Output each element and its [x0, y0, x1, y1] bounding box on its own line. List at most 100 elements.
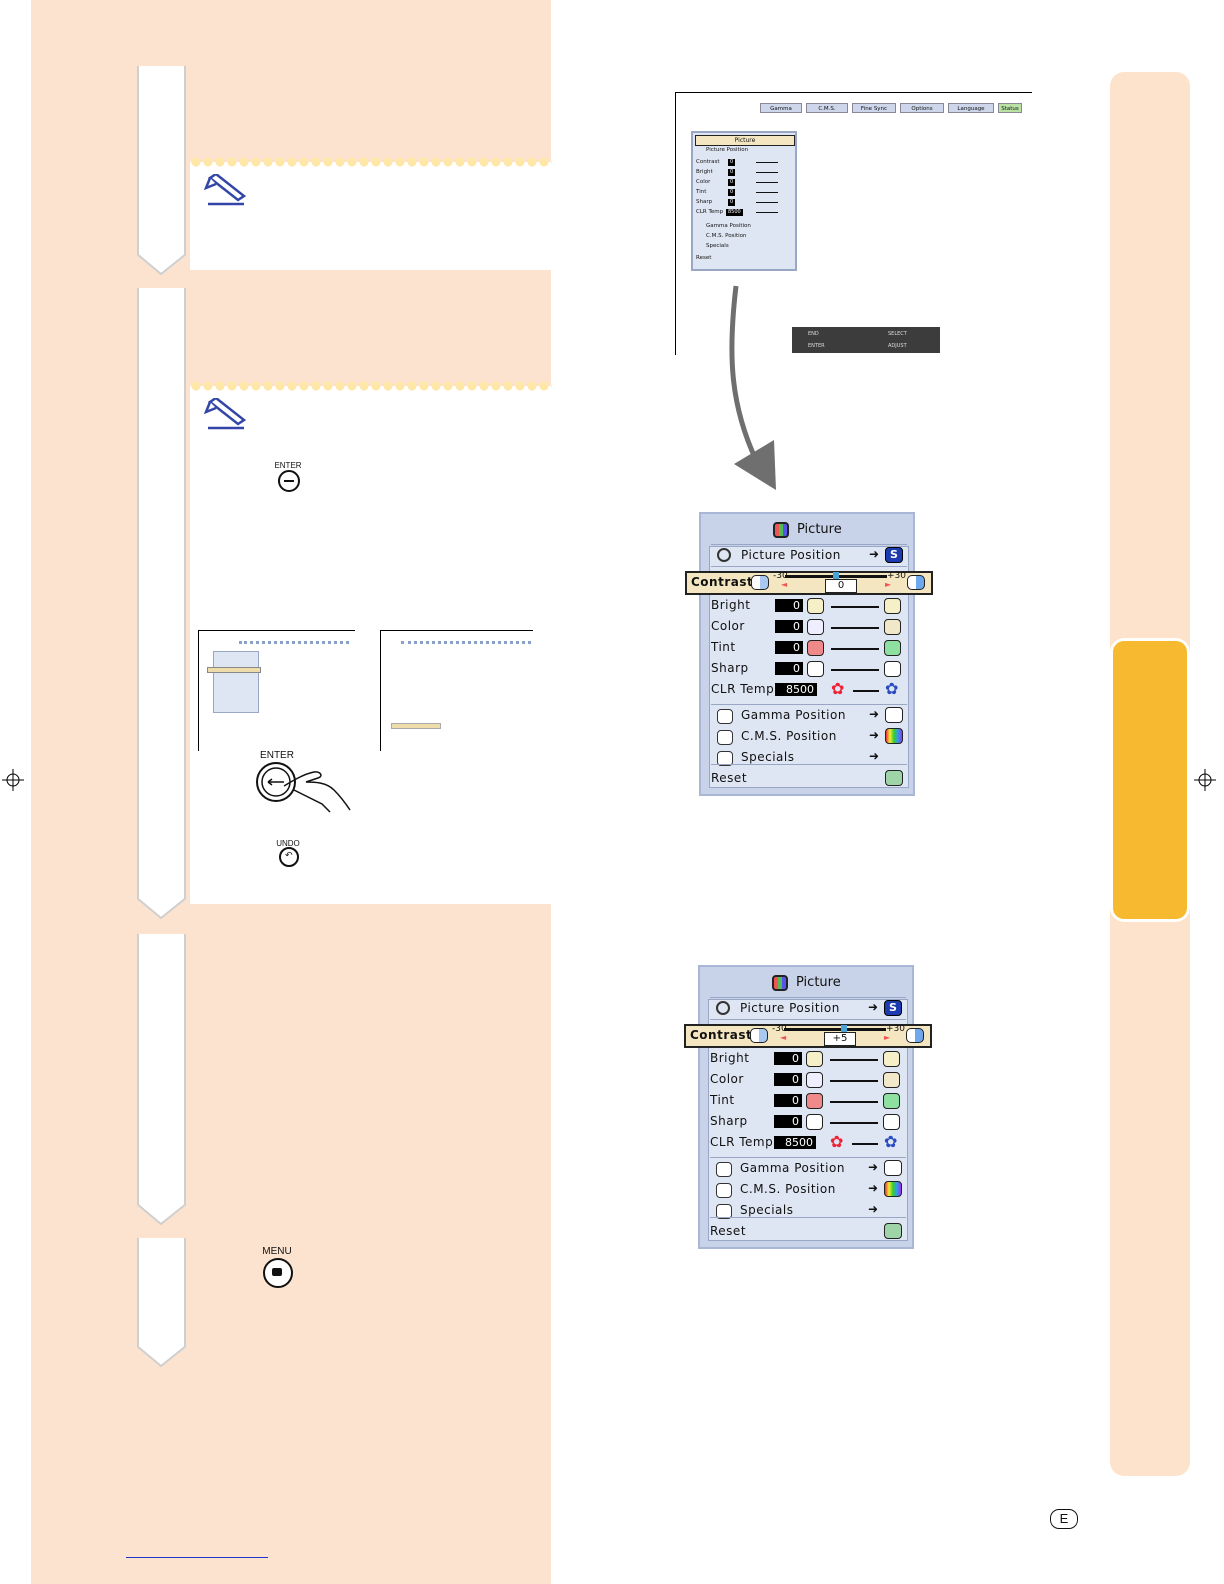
- scale-max-label: +30: [886, 1024, 905, 1034]
- menu-row-sharp[interactable]: Sharp: [710, 1114, 748, 1128]
- contrast-scale-bar: [784, 1028, 886, 1031]
- bright-icon-low: [807, 598, 824, 614]
- menu-row-tint[interactable]: Tint: [711, 640, 736, 654]
- specials-icon: [717, 751, 733, 766]
- cms-icon: [717, 730, 733, 745]
- small-menu-row-value: 0: [728, 179, 736, 186]
- value-sharp: 0: [774, 1115, 802, 1128]
- footer-end: END: [808, 331, 819, 337]
- menu-row-reset[interactable]: Reset: [710, 1224, 747, 1238]
- note-box-1: [190, 156, 552, 270]
- small-menu-title: Picture: [695, 135, 795, 146]
- menu-row-gamma-position[interactable]: Gamma Position: [740, 1161, 845, 1175]
- small-menu-row-label[interactable]: Reset: [696, 255, 712, 261]
- gamma-icon: [716, 1162, 732, 1177]
- menu-row-clr-temp[interactable]: CLR Temp: [711, 682, 775, 696]
- small-menu-row-slider: [756, 202, 778, 203]
- menu-row-color[interactable]: Color: [710, 1072, 744, 1086]
- small-menu-tab[interactable]: Options: [900, 103, 944, 113]
- value-color: 0: [775, 620, 803, 633]
- slider-clr-temp: [852, 1143, 878, 1145]
- small-menu-row-label[interactable]: Bright: [696, 169, 713, 175]
- sharp-icon-low: [807, 661, 824, 677]
- contrast-low-icon: [751, 575, 769, 590]
- gamma-icon: [717, 709, 733, 724]
- enter-label: ENTER: [274, 461, 302, 470]
- small-menu-row-label[interactable]: Tint: [696, 189, 707, 195]
- small-menu-row-label[interactable]: CLR Temp: [696, 209, 724, 215]
- value-clr-temp: 8500: [775, 683, 817, 696]
- curved-arrow-icon: [729, 285, 776, 490]
- footer-adjust: ADJUST: [888, 343, 907, 349]
- menu-title: Picture: [797, 522, 842, 537]
- small-menu-row-label[interactable]: Color: [696, 179, 711, 185]
- menu-row-cms-position[interactable]: C.M.S. Position: [740, 1182, 836, 1196]
- menu-row-cms-position[interactable]: C.M.S. Position: [741, 729, 837, 743]
- slider-color: [831, 627, 879, 629]
- bright-icon-high: [884, 598, 901, 614]
- menu-row-bright[interactable]: Bright: [711, 598, 751, 612]
- small-menu-row-value: 0: [728, 189, 736, 196]
- menu-title: Picture: [796, 975, 841, 990]
- arrow-right-icon: ➜: [869, 707, 880, 721]
- small-menu-row-slider: [756, 192, 778, 193]
- arrow-right-icon: ➜: [868, 1160, 879, 1174]
- menu-divider: [710, 997, 906, 998]
- menu-row-tint[interactable]: Tint: [710, 1093, 735, 1107]
- menu-divider: [711, 704, 907, 705]
- arrow-right-icon: ➜: [868, 1202, 879, 1216]
- small-menu-tab[interactable]: Gamma: [760, 103, 802, 113]
- reset-icon: [884, 1223, 902, 1239]
- bright-icon-high: [883, 1051, 900, 1067]
- step-4-strip: [137, 1238, 186, 1368]
- step-3-strip: [137, 934, 186, 1226]
- small-menu-row-value: 8500: [726, 209, 743, 216]
- menu-row-clr-temp[interactable]: CLR Temp: [710, 1135, 774, 1149]
- menu-row-reset[interactable]: Reset: [711, 771, 748, 785]
- menu-row-gamma-position[interactable]: Gamma Position: [741, 708, 846, 722]
- menu-row-specials[interactable]: Specials: [740, 1203, 794, 1217]
- menu-divider: [711, 764, 907, 765]
- slider-sharp: [830, 1122, 878, 1124]
- small-menu-tab[interactable]: Language: [948, 103, 994, 113]
- gamma-curve-icon: [884, 1160, 902, 1176]
- value-tint: 0: [774, 1094, 802, 1107]
- small-menu-tab[interactable]: Status: [998, 103, 1022, 113]
- scale-min-label: -30: [773, 571, 788, 581]
- menu-row-color[interactable]: Color: [711, 619, 745, 633]
- arrow-right-icon: ➜: [869, 547, 880, 561]
- thumbnail-adjust: [380, 630, 533, 751]
- note-pencil-icon: [204, 174, 247, 206]
- left-red-arrow-icon: ◄: [781, 580, 788, 589]
- small-menu-tab[interactable]: Fine Sync: [852, 103, 896, 113]
- language-badge: E: [1050, 1509, 1078, 1529]
- arrow-right-icon: ➜: [869, 749, 880, 763]
- contrast-label: Contrast: [691, 575, 754, 589]
- small-menu-row-value: 0: [728, 159, 736, 166]
- tint-icon-low: [807, 640, 824, 656]
- small-menu-row-label[interactable]: Contrast: [696, 159, 720, 165]
- menu-row-specials[interactable]: Specials: [741, 750, 795, 764]
- small-menu-row-label[interactable]: Sharp: [696, 199, 713, 205]
- small-menu-row-slider: [756, 162, 778, 163]
- cool-flower-icon: ✿: [884, 1132, 898, 1151]
- picture-title-icon: [773, 522, 789, 538]
- menu-row-bright[interactable]: Bright: [710, 1051, 750, 1065]
- menu-divider: [711, 566, 907, 567]
- menu-row-sharp[interactable]: Sharp: [711, 661, 749, 675]
- small-menu-row-label[interactable]: Gamma Position: [706, 223, 751, 229]
- small-menu-tab[interactable]: C.M.S.: [806, 103, 848, 113]
- contrast-level-marker: [833, 572, 839, 579]
- small-menu-row-label[interactable]: Specials: [706, 243, 729, 249]
- small-menu-row-label[interactable]: Picture Position: [706, 147, 749, 153]
- contrast-value: +5: [824, 1032, 856, 1046]
- menu-row-picture-position[interactable]: Picture Position: [741, 548, 841, 562]
- right-red-arrow-icon: ►: [884, 1033, 891, 1042]
- small-menu-row-label[interactable]: C.M.S. Position: [706, 233, 747, 239]
- arrow-right-icon: ➜: [868, 1000, 879, 1014]
- menu-row-picture-position[interactable]: Picture Position: [740, 1001, 840, 1015]
- bright-icon-low: [806, 1051, 823, 1067]
- color-icon-low: [806, 1072, 823, 1088]
